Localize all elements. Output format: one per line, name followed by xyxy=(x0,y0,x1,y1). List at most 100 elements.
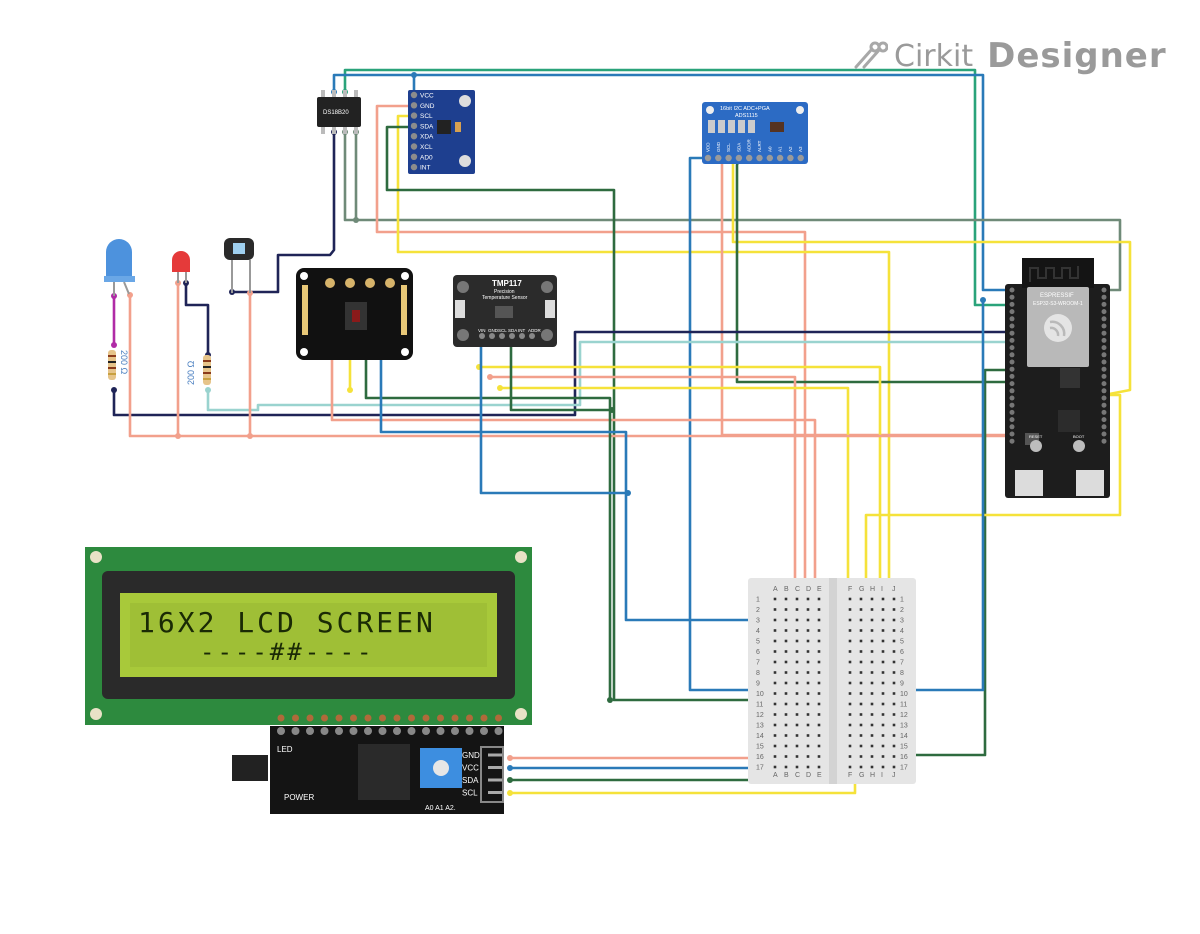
bb-hole[interactable] xyxy=(859,618,863,622)
bb-hole[interactable] xyxy=(795,671,799,674)
bb-hole[interactable] xyxy=(773,629,777,632)
bb-hole[interactable] xyxy=(848,723,852,727)
imu-pin-sda[interactable] xyxy=(410,122,418,130)
bb-hole[interactable] xyxy=(784,650,788,653)
bb-hole[interactable] xyxy=(817,681,821,685)
esp32-pin-left[interactable] xyxy=(1009,309,1015,315)
bb-hole[interactable] xyxy=(870,660,874,664)
bb-hole[interactable] xyxy=(784,702,788,706)
bb-hole[interactable] xyxy=(773,639,777,643)
bb-hole[interactable] xyxy=(859,671,863,674)
bb-hole[interactable] xyxy=(806,755,810,758)
bb-hole[interactable] xyxy=(859,681,863,685)
bb-hole[interactable] xyxy=(784,713,788,716)
reset-button[interactable] xyxy=(1030,440,1042,452)
bb-hole[interactable] xyxy=(806,681,810,685)
imu-pin-xda[interactable] xyxy=(410,133,418,140)
led-jumper[interactable] xyxy=(232,755,268,781)
esp32-pin-right[interactable] xyxy=(1101,409,1107,415)
esp32-pin-left[interactable] xyxy=(1009,402,1015,408)
esp32-pin-right[interactable] xyxy=(1101,323,1107,329)
bb-hole[interactable] xyxy=(795,639,799,643)
bb-hole[interactable] xyxy=(773,608,777,611)
adc-pin-alrt[interactable] xyxy=(756,154,763,162)
esp32-pin-right[interactable] xyxy=(1101,388,1107,394)
esp32-pin-left[interactable] xyxy=(1009,381,1015,387)
bb-hole[interactable] xyxy=(773,734,777,737)
adc-pin-a1[interactable] xyxy=(776,154,784,162)
esp32-pin-left[interactable] xyxy=(1009,417,1015,423)
bb-hole[interactable] xyxy=(848,744,852,748)
bb-hole[interactable] xyxy=(892,734,896,737)
wire-tmp-scl[interactable] xyxy=(498,386,850,600)
bb-hole[interactable] xyxy=(892,744,896,748)
bb-hole[interactable] xyxy=(892,650,896,653)
wire-tmp-vin[interactable] xyxy=(479,334,630,495)
bb-hole[interactable] xyxy=(881,639,885,643)
bb-hole[interactable] xyxy=(806,713,810,716)
bb-hole[interactable] xyxy=(859,723,863,727)
bb-hole[interactable] xyxy=(892,755,896,758)
bb-hole[interactable] xyxy=(817,744,821,748)
bb-hole[interactable] xyxy=(870,744,874,748)
bb-hole[interactable] xyxy=(795,608,799,611)
bb-hole[interactable] xyxy=(848,618,852,622)
resistor-1[interactable]: 200 Ω xyxy=(108,350,129,380)
tmp-pin-sda[interactable] xyxy=(509,333,515,339)
bb-hole[interactable] xyxy=(881,608,885,611)
bb-hole[interactable] xyxy=(881,702,885,706)
tmp-pin-vin[interactable] xyxy=(479,333,485,339)
bb-hole[interactable] xyxy=(892,618,896,622)
bb-hole[interactable] xyxy=(773,597,777,601)
esp32-pin-left[interactable] xyxy=(1009,352,1015,358)
heart-rate-sensor[interactable] xyxy=(296,268,413,360)
imu-pin-xcl[interactable] xyxy=(410,143,418,150)
wire-imu-scl[interactable] xyxy=(396,114,891,600)
ic-chip[interactable]: DS18B20 xyxy=(317,90,361,134)
bb-hole[interactable] xyxy=(784,608,788,611)
wire-esp32-led[interactable] xyxy=(112,330,1014,417)
bb-hole[interactable] xyxy=(773,702,777,706)
resistor-2[interactable]: 200 Ω xyxy=(186,355,211,385)
bb-hole[interactable] xyxy=(892,765,896,769)
bb-hole[interactable] xyxy=(784,639,788,643)
esp32-pin-left[interactable] xyxy=(1009,287,1015,293)
bb-hole[interactable] xyxy=(795,692,799,695)
wire-esp32-res2[interactable] xyxy=(206,340,1014,412)
bb-hole[interactable] xyxy=(848,660,852,664)
bb-hole[interactable] xyxy=(870,597,874,601)
bb-hole[interactable] xyxy=(784,755,788,758)
bb-hole[interactable] xyxy=(795,765,799,769)
adc-pin-scl[interactable] xyxy=(725,154,732,162)
bb-hole[interactable] xyxy=(773,681,777,685)
wire-ic-esp32-r[interactable] xyxy=(343,130,1122,292)
bb-hole[interactable] xyxy=(870,681,874,685)
bb-hole[interactable] xyxy=(773,755,777,758)
wire-hr-gnd[interactable] xyxy=(330,348,817,692)
bb-hole[interactable] xyxy=(795,755,799,758)
backpack-pin-scl[interactable] xyxy=(488,791,502,794)
bb-hole[interactable] xyxy=(881,755,885,758)
bb-hole[interactable] xyxy=(881,692,885,695)
bb-hole[interactable] xyxy=(881,597,885,601)
bb-hole[interactable] xyxy=(784,734,788,737)
bb-hole[interactable] xyxy=(848,629,852,632)
bb-hole[interactable] xyxy=(859,597,863,601)
bb-hole[interactable] xyxy=(806,671,810,674)
bb-hole[interactable] xyxy=(892,629,896,632)
imu-pin-ad0[interactable] xyxy=(410,153,418,160)
wire-ic-ldr[interactable] xyxy=(230,130,336,294)
esp32-pin-right[interactable] xyxy=(1101,294,1107,300)
imu-pin-vcc[interactable] xyxy=(410,91,418,99)
bb-hole[interactable] xyxy=(848,692,852,695)
adc-pin-addr[interactable] xyxy=(746,154,753,162)
bb-hole[interactable] xyxy=(892,723,896,727)
bb-hole[interactable] xyxy=(881,671,885,674)
bb-hole[interactable] xyxy=(806,597,810,601)
bb-hole[interactable] xyxy=(817,713,821,716)
backpack-pin-gnd[interactable] xyxy=(488,753,502,757)
tmp-pin-scl[interactable] xyxy=(499,333,505,339)
wire-led-gnd[interactable] xyxy=(128,293,1014,438)
bb-hole[interactable] xyxy=(795,650,799,653)
bb-hole[interactable] xyxy=(892,608,896,611)
